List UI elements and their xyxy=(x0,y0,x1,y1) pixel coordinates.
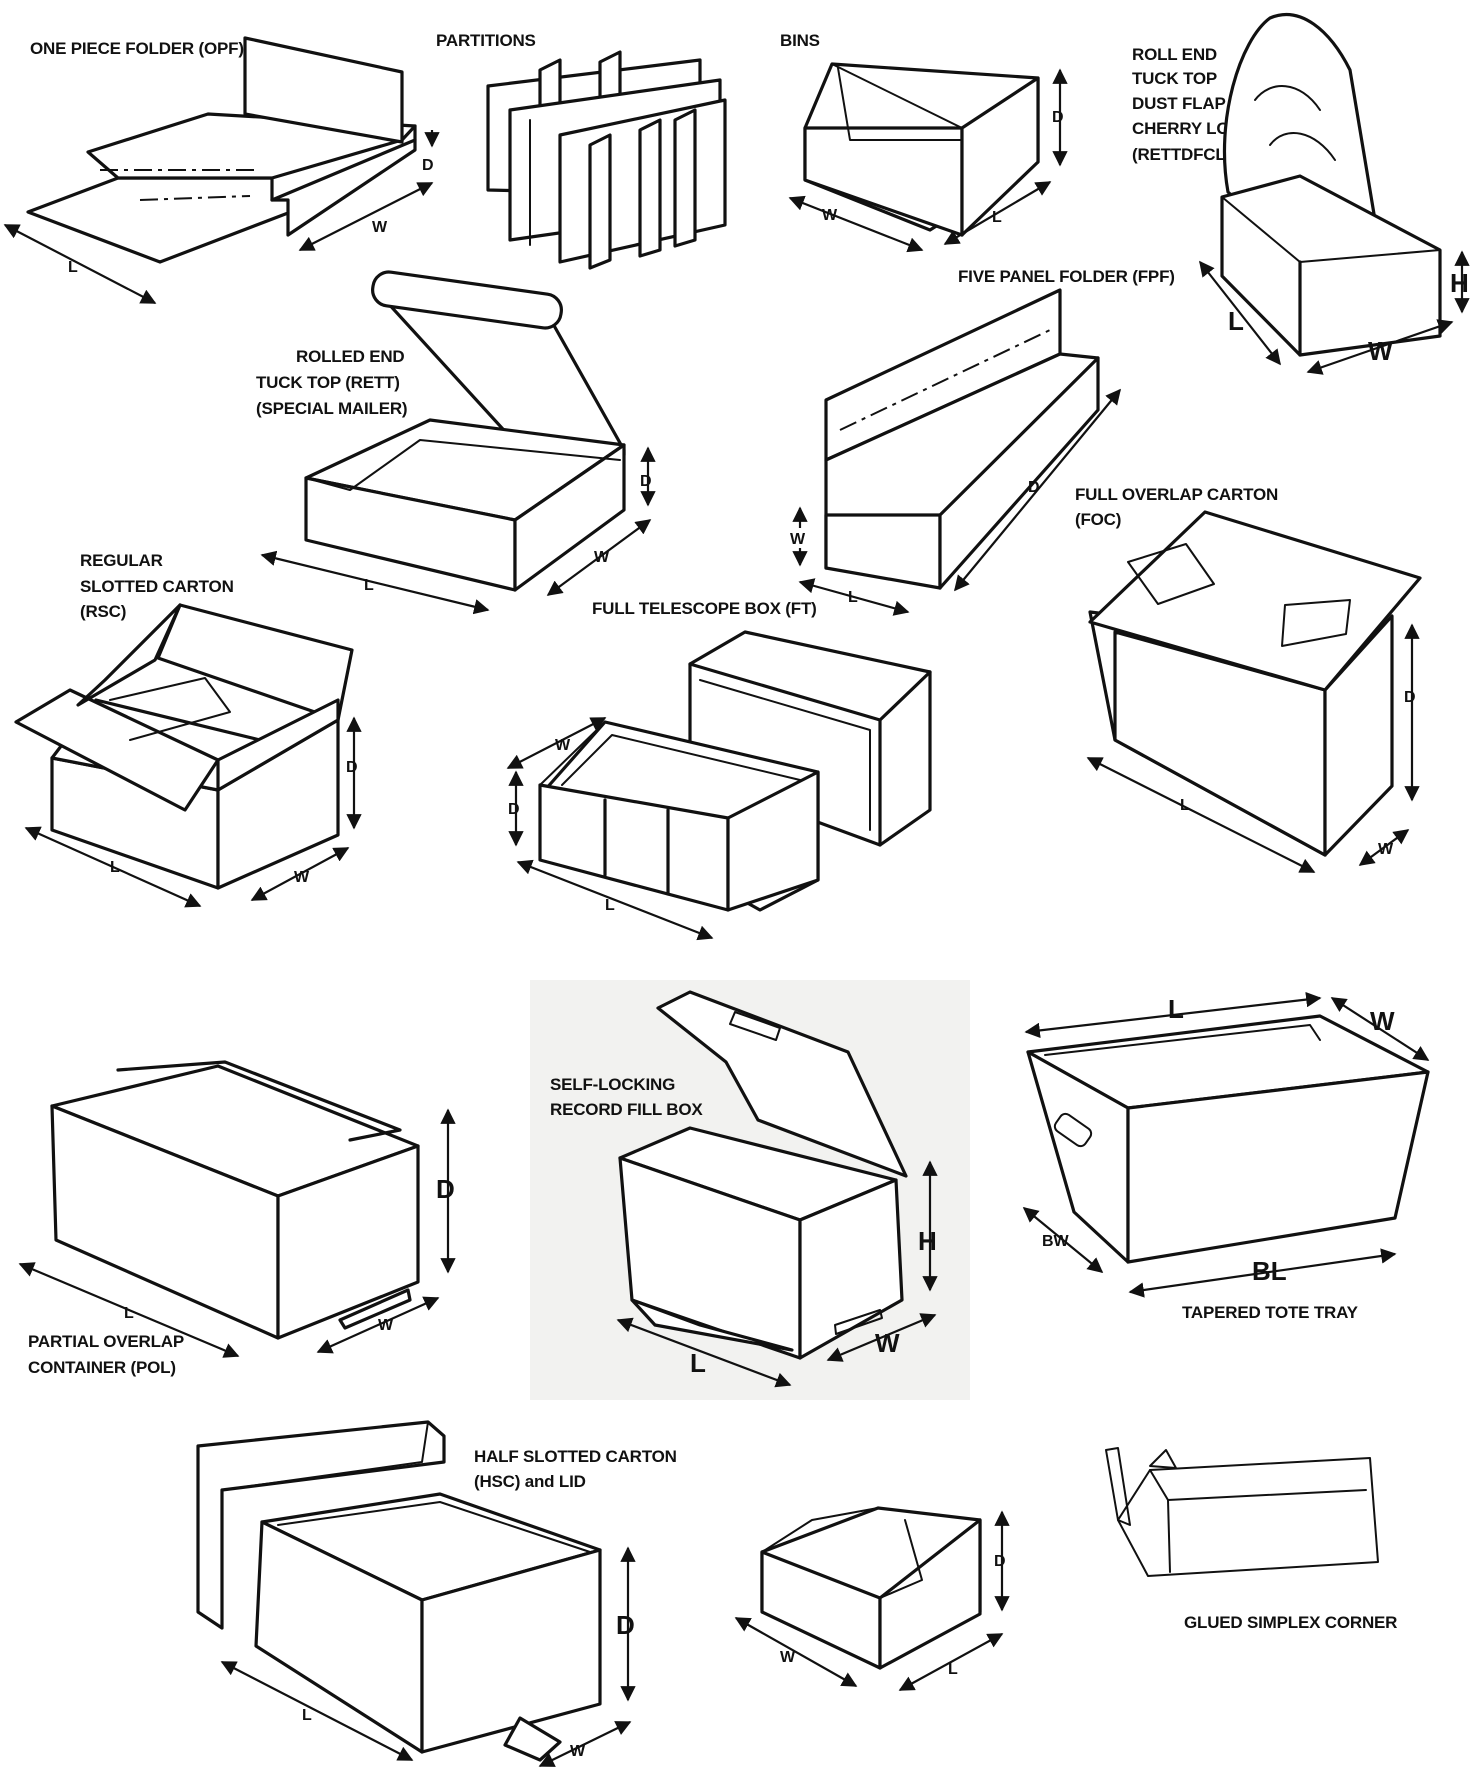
foc-d-label: D xyxy=(1404,689,1416,706)
simplex-drawing: GLUED SIMPLEX CORNER xyxy=(1105,1447,1397,1632)
ft-l-label: L xyxy=(605,897,615,914)
rett-d-label: D xyxy=(640,473,652,490)
bins-drawing: BINS D W L xyxy=(780,31,1068,253)
hsc-title-1: HALF SLOTTED CARTON xyxy=(474,1447,677,1466)
rsc-title-2: SLOTTED CARTON xyxy=(80,577,234,596)
hsc-l-label: L xyxy=(302,1707,312,1724)
rettdfcl-l-label: L xyxy=(1228,306,1244,336)
fpf-drawing: FIVE PANEL FOLDER (FPF) W L D xyxy=(790,267,1175,616)
rettdfcl-title-5: (RETTDFCL) xyxy=(1132,145,1231,164)
rett-title-2: TUCK TOP (RETT) xyxy=(256,373,400,392)
rett-l-label: L xyxy=(364,577,374,594)
tote-l-label: L xyxy=(1168,994,1184,1024)
rsc-d-label: D xyxy=(346,759,358,776)
rett-title-3: (SPECIAL MAILER) xyxy=(256,399,407,418)
ft-w-label: W xyxy=(555,737,571,754)
foc-l-label: L xyxy=(1180,797,1190,814)
ft-d-label: D xyxy=(508,801,520,818)
record-title-2: RECORD FILL BOX xyxy=(550,1100,703,1119)
pol-w-label: W xyxy=(378,1317,394,1334)
rettdfcl-drawing: ROLL END TUCK TOP DUST FLAP CHERRY LOCK … xyxy=(1132,12,1470,375)
hsc-d-label: D xyxy=(616,1610,635,1640)
rsc-title-3: (RSC) xyxy=(80,602,126,621)
rett-drawing: ROLLED END TUCK TOP (RETT) (SPECIAL MAIL… xyxy=(256,270,656,615)
opf-d-label: D xyxy=(422,157,434,174)
pol-d-label: D xyxy=(436,1174,455,1204)
partitions-drawing: PARTITIONS xyxy=(436,31,727,270)
hsc-drawing: HALF SLOTTED CARTON (HSC) and LID D L W xyxy=(196,1420,677,1767)
hsc-title-2: (HSC) and LID xyxy=(474,1472,586,1491)
fpf-title: FIVE PANEL FOLDER (FPF) xyxy=(958,267,1175,286)
opf-title: ONE PIECE FOLDER (OPF) xyxy=(30,39,244,58)
rsc-title-1: REGULAR xyxy=(80,551,163,570)
rsc-w-label: W xyxy=(294,869,310,886)
foc-drawing: FULL OVERLAP CARTON (FOC) D L W xyxy=(1075,485,1422,873)
bins-bottom-d-label: D xyxy=(994,1553,1006,1570)
bins-bottom-w-label: W xyxy=(780,1649,796,1666)
tote-w-label: W xyxy=(1370,1006,1395,1036)
rettdfcl-title-3: DUST FLAP xyxy=(1132,94,1226,113)
rett-w-label: W xyxy=(594,549,610,566)
pol-l-label: L xyxy=(124,1305,134,1322)
record-title-1: SELF-LOCKING xyxy=(550,1075,675,1094)
record-h-label: H xyxy=(918,1226,937,1256)
tote-bw-label: BW xyxy=(1042,1233,1070,1250)
ft-title: FULL TELESCOPE BOX (FT) xyxy=(592,599,817,618)
tote-drawing: TAPERED TOTE TRAY L W BW BL xyxy=(1022,991,1430,1322)
foc-title-2: (FOC) xyxy=(1075,510,1121,529)
opf-w-label: W xyxy=(372,219,388,236)
bins-bottom-drawing: D W L xyxy=(734,1506,1010,1691)
record-drawing: SELF-LOCKING RECORD FILL BOX H L W xyxy=(530,980,970,1400)
fpf-w-label: W xyxy=(790,531,806,548)
record-l-label: L xyxy=(690,1348,706,1378)
foc-title-1: FULL OVERLAP CARTON xyxy=(1075,485,1278,504)
ft-drawing: FULL TELESCOPE BOX (FT) D W L xyxy=(506,599,932,941)
pol-title-2: CONTAINER (POL) xyxy=(28,1358,176,1377)
hsc-w-label: W xyxy=(570,1743,586,1760)
rettdfcl-title-1: ROLL END xyxy=(1132,45,1217,64)
fpf-l-label: L xyxy=(848,589,858,606)
fpf-d-label: D xyxy=(1028,479,1040,496)
bins-w-label: W xyxy=(822,207,838,224)
opf-l-label: L xyxy=(68,259,78,276)
foc-w-label: W xyxy=(1378,841,1394,858)
rsc-l-label: L xyxy=(110,859,120,876)
rsc-drawing: REGULAR SLOTTED CARTON (RSC) D L W xyxy=(14,551,362,908)
rettdfcl-w-label: W xyxy=(1368,336,1393,366)
pol-drawing: PARTIAL OVERLAP CONTAINER (POL) D L W xyxy=(18,1060,456,1377)
bins-d-label: D xyxy=(1052,109,1064,126)
rett-title-1: ROLLED END xyxy=(296,347,405,366)
tote-bl-label: BL xyxy=(1252,1256,1287,1286)
opf-drawing: ONE PIECE FOLDER (OPF) L W D xyxy=(3,36,440,304)
record-w-label: W xyxy=(875,1328,900,1358)
simplex-title: GLUED SIMPLEX CORNER xyxy=(1184,1613,1397,1632)
partitions-title: PARTITIONS xyxy=(436,31,536,50)
pol-title-1: PARTIAL OVERLAP xyxy=(28,1332,184,1351)
bins-l-label: L xyxy=(992,209,1002,226)
tote-title: TAPERED TOTE TRAY xyxy=(1182,1303,1359,1322)
bins-bottom-l-label: L xyxy=(948,1661,958,1678)
rettdfcl-title-2: TUCK TOP xyxy=(1132,69,1217,88)
bins-title: BINS xyxy=(780,31,820,50)
rettdfcl-h-label: H xyxy=(1450,268,1469,298)
